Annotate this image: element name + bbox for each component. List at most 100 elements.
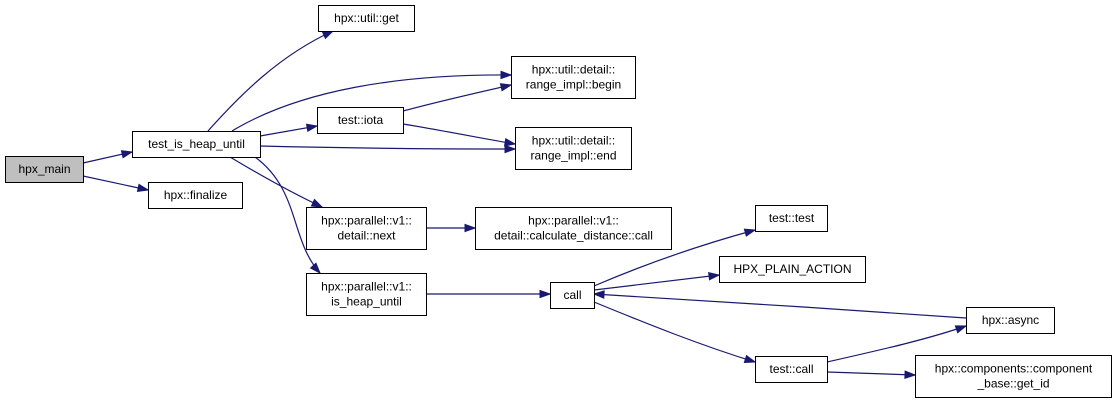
nodes-layer: hpx_maintest_is_heap_untilhpx::finalizeh… — [5, 5, 1112, 398]
node-box — [306, 273, 427, 316]
arrow-head-icon — [954, 325, 968, 334]
arrow-head-icon — [120, 150, 134, 159]
node-is-heap-until[interactable]: hpx::parallel::v1::is_heap_until — [306, 273, 427, 316]
edge-is_heap_until-to-call — [426, 289, 552, 299]
node-label: detail::next — [337, 229, 396, 243]
node-test-test[interactable]: test::test — [755, 205, 828, 232]
arrow-head-icon — [504, 144, 517, 154]
node-label: hpx::finalize — [164, 188, 228, 202]
node-detail-next[interactable]: hpx::parallel::v1::detail::next — [306, 207, 427, 250]
node-label: hpx::util::detail:: — [532, 134, 615, 148]
edge-line — [231, 74, 512, 132]
arrow-head-icon — [743, 228, 757, 237]
edge-hpx_main-to-test_is_heap_until — [82, 150, 134, 164]
edge-test_is_heap_until-to-range_impl_end — [259, 144, 517, 154]
edge-test_is_heap_until-to-is_heap_until — [254, 156, 321, 275]
node-label: is_heap_until — [331, 295, 402, 309]
node-label: test::iota — [338, 113, 384, 127]
edge-line — [259, 145, 516, 150]
node-box — [550, 282, 595, 309]
edge-line — [402, 123, 516, 145]
node-box — [318, 5, 415, 32]
node-box — [719, 256, 866, 283]
node-label: hpx::util::get — [334, 11, 399, 25]
arrow-head-icon — [464, 223, 477, 233]
arrow-head-icon — [904, 370, 917, 379]
arrow-head-icon — [305, 123, 319, 133]
arrow-head-icon — [136, 183, 150, 193]
node-range-impl-begin[interactable]: hpx::util::detail::range_impl::begin — [511, 56, 636, 99]
edge-line — [254, 156, 321, 274]
edge-test_iota-to-range_impl_begin — [402, 83, 513, 112]
node-box — [317, 107, 404, 134]
node-label: detail::calculate_distance::call — [494, 229, 653, 243]
node-box — [755, 205, 828, 232]
edge-test_iota-to-range_impl_end — [402, 123, 517, 147]
edge-hpx_main-to-hpx_finalize — [82, 175, 150, 193]
node-box — [511, 56, 636, 99]
node-box — [915, 355, 1112, 398]
edge-line — [207, 30, 334, 132]
node-label: test::call — [769, 362, 813, 376]
node-box — [515, 127, 632, 170]
edge-call-to-test_call — [593, 301, 757, 364]
node-test-iota[interactable]: test::iota — [317, 107, 404, 134]
arrow-head-icon — [310, 198, 324, 208]
node-label: hpx::async — [982, 313, 1039, 327]
node-test-is-heap-until[interactable]: test_is_heap_until — [132, 131, 261, 158]
edge-test_is_heap_until-to-detail_next — [229, 156, 324, 208]
edge-detail_next-to-calculate_distance_call — [426, 223, 477, 233]
node-box — [132, 131, 261, 158]
node-range-impl-end[interactable]: hpx::util::detail::range_impl::end — [515, 127, 632, 170]
node-label: call — [563, 288, 581, 302]
node-label: hpx::parallel::v1:: — [321, 214, 412, 228]
node-hpx-finalize[interactable]: hpx::finalize — [148, 182, 243, 209]
node-label: range_impl::begin — [526, 78, 621, 92]
edge-line — [593, 274, 720, 291]
node-label: hpx_main — [18, 162, 70, 176]
arrow-head-icon — [708, 271, 721, 281]
arrow-head-icon — [499, 83, 513, 92]
node-label: _base::get_id — [976, 377, 1049, 391]
node-box — [306, 207, 427, 250]
node-label: test_is_heap_until — [148, 137, 245, 151]
arrow-head-icon — [321, 30, 335, 40]
edge-line — [826, 325, 967, 363]
arrow-head-icon — [503, 137, 517, 147]
node-label: hpx::components::component — [935, 362, 1093, 376]
node-box — [148, 182, 243, 209]
edge-line — [229, 156, 323, 208]
edges-layer — [82, 30, 968, 379]
node-call[interactable]: call — [550, 282, 595, 309]
arrow-head-icon — [500, 70, 513, 80]
edge-line — [593, 293, 967, 319]
node-hpx-async[interactable]: hpx::async — [966, 307, 1055, 334]
arrow-head-icon — [743, 354, 757, 364]
node-box — [5, 156, 84, 183]
edge-line — [82, 175, 149, 191]
node-label: hpx::parallel::v1:: — [528, 214, 619, 228]
node-label: range_impl::end — [530, 149, 616, 163]
node-component-base-get-id[interactable]: hpx::components::component_base::get_id — [915, 355, 1112, 398]
arrow-head-icon — [539, 289, 552, 299]
edge-test_is_heap_until-to-hpx_util_get — [207, 30, 335, 132]
edge-hpx_async-to-call — [592, 290, 967, 319]
edge-line — [826, 371, 916, 376]
node-hpx-plain-action[interactable]: HPX_PLAIN_ACTION — [719, 256, 866, 283]
node-label: test::test — [769, 211, 815, 225]
edge-test_call-to-hpx_async — [826, 325, 968, 363]
node-hpx-util-get[interactable]: hpx::util::get — [318, 5, 415, 32]
edge-line — [593, 229, 756, 287]
arrow-head-icon — [592, 290, 605, 299]
node-label: hpx::parallel::v1:: — [321, 280, 412, 294]
node-box — [475, 207, 672, 250]
arrow-head-icon — [309, 262, 321, 275]
edge-line — [593, 301, 756, 363]
edge-test_is_heap_until-to-test_iota — [259, 123, 319, 137]
node-calculate-distance-call[interactable]: hpx::parallel::v1::detail::calculate_dis… — [475, 207, 672, 250]
node-hpx-main[interactable]: hpx_main — [5, 156, 84, 183]
edge-call-to-hpx_plain_action — [593, 271, 721, 291]
node-box — [966, 307, 1055, 334]
node-test-call[interactable]: test::call — [755, 356, 828, 383]
